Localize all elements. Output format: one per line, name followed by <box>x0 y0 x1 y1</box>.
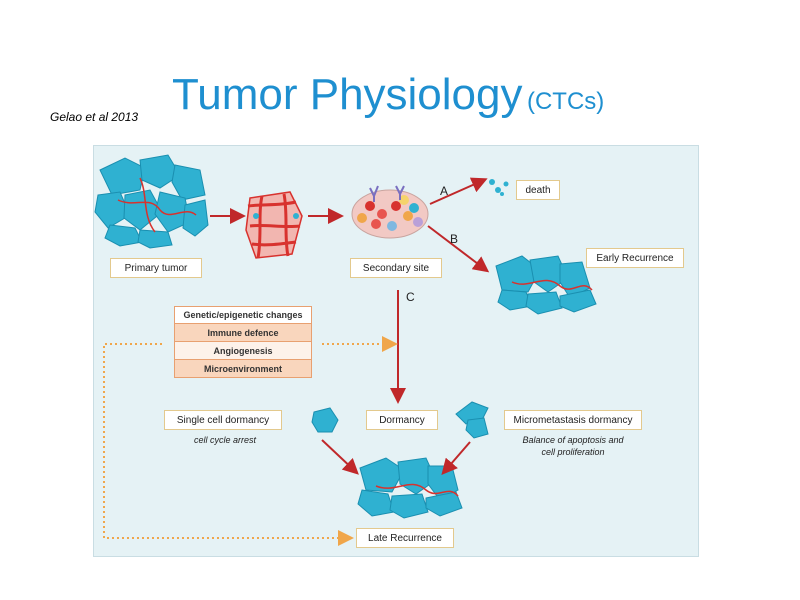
factor-table: Genetic/epigenetic changes Immune defenc… <box>174 306 312 378</box>
label-death: death <box>516 180 560 200</box>
single-dormant-cell <box>311 407 339 433</box>
slide-title: Tumor Physiology (CTCs) <box>172 70 604 120</box>
label-late-recurrence: Late Recurrence <box>356 528 454 548</box>
micrometastasis-cluster <box>455 401 489 439</box>
secondary-site-mass <box>351 185 429 239</box>
factor-microenvironment: Microenvironment <box>174 360 312 378</box>
label-dormancy: Dormancy <box>366 410 438 430</box>
label-early-recurrence: Early Recurrence <box>586 248 684 268</box>
label-micrometastasis-dormancy: Micrometastasis dormancy <box>504 410 642 430</box>
branch-b: B <box>450 232 459 246</box>
factor-genetic: Genetic/epigenetic changes <box>174 306 312 324</box>
flow-arrows <box>210 177 490 476</box>
dead-cells <box>489 179 509 196</box>
label-single-cell-dormancy: Single cell dormancy <box>164 410 282 430</box>
branch-a: A <box>440 184 449 198</box>
note-balance-line1: Balance of apoptosis and <box>522 435 624 445</box>
title-sub: (CTCs) <box>526 88 605 115</box>
factor-immune: Immune defence <box>174 324 312 342</box>
label-secondary-site: Secondary site <box>350 258 442 278</box>
note-cell-cycle-arrest: cell cycle arrest <box>193 435 256 445</box>
early-recurrence-cluster <box>495 255 597 315</box>
title-main: Tumor Physiology <box>172 70 523 119</box>
dotted-feedback-arrows <box>103 336 398 546</box>
factor-angiogenesis: Angiogenesis <box>174 342 312 360</box>
label-primary-tumor: Primary tumor <box>110 258 202 278</box>
branch-c: C <box>406 290 415 304</box>
late-recurrence-cluster <box>357 457 463 519</box>
blood-vessel <box>245 191 303 259</box>
primary-tumor-cluster <box>94 154 209 249</box>
note-balance-line2: cell proliferation <box>541 447 605 457</box>
citation: Gelao et al 2013 <box>50 110 139 124</box>
